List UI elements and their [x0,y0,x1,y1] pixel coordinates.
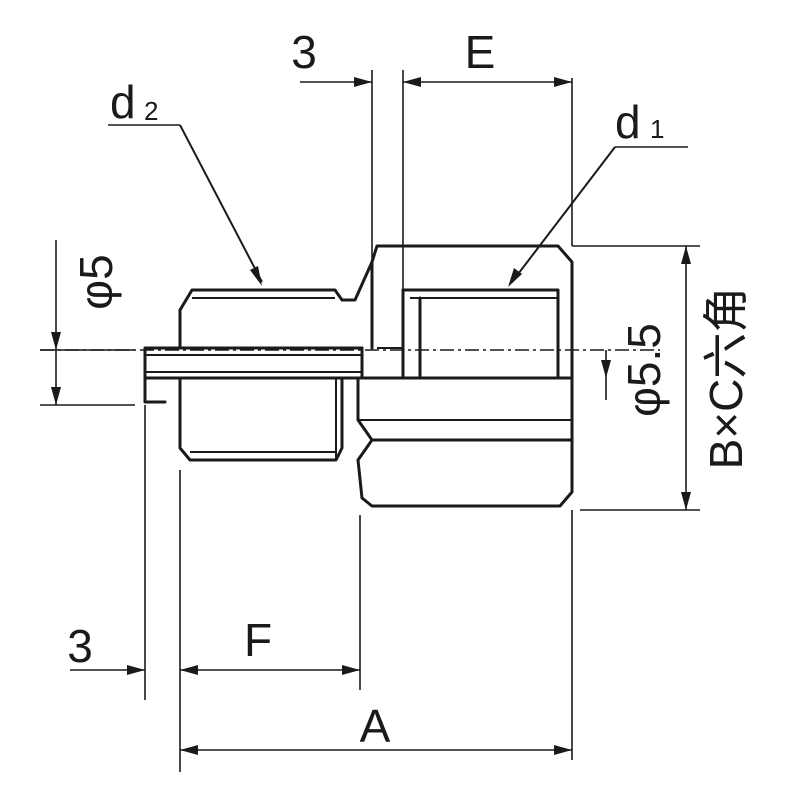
phi5-dimension: φ5 [51,240,122,405]
d1-label: d [615,96,641,148]
phi5-5-label: φ5.5 [618,323,670,417]
phi5-5-dimension: φ5.5 [601,323,670,417]
d1-leader: d 1 [508,96,688,287]
tube-stub [143,346,364,380]
d1-subscript: 1 [650,114,664,144]
dim-3-top-label: 3 [291,26,317,78]
dim-A-label: A [360,700,391,752]
hex-nut [356,303,574,508]
male-thread-body [178,244,574,312]
dimension-top: 3 E [291,26,572,87]
female-thread-bore [401,288,560,380]
d2-leader: d 2 [108,76,263,286]
dimension-bottom: 3 F [67,614,360,675]
phi5-label: φ5 [70,254,122,309]
fitting-body [143,244,574,508]
dimension-A: A [180,700,572,755]
d2-subscript: 2 [144,96,158,126]
hex-label: B×C六角 [700,287,752,470]
hex-dimension: B×C六角 [681,246,752,510]
dim-E-label: E [465,26,496,78]
d2-label: d [110,76,136,128]
dim-F-label: F [244,614,272,666]
dim-3-bottom-label: 3 [67,620,93,672]
